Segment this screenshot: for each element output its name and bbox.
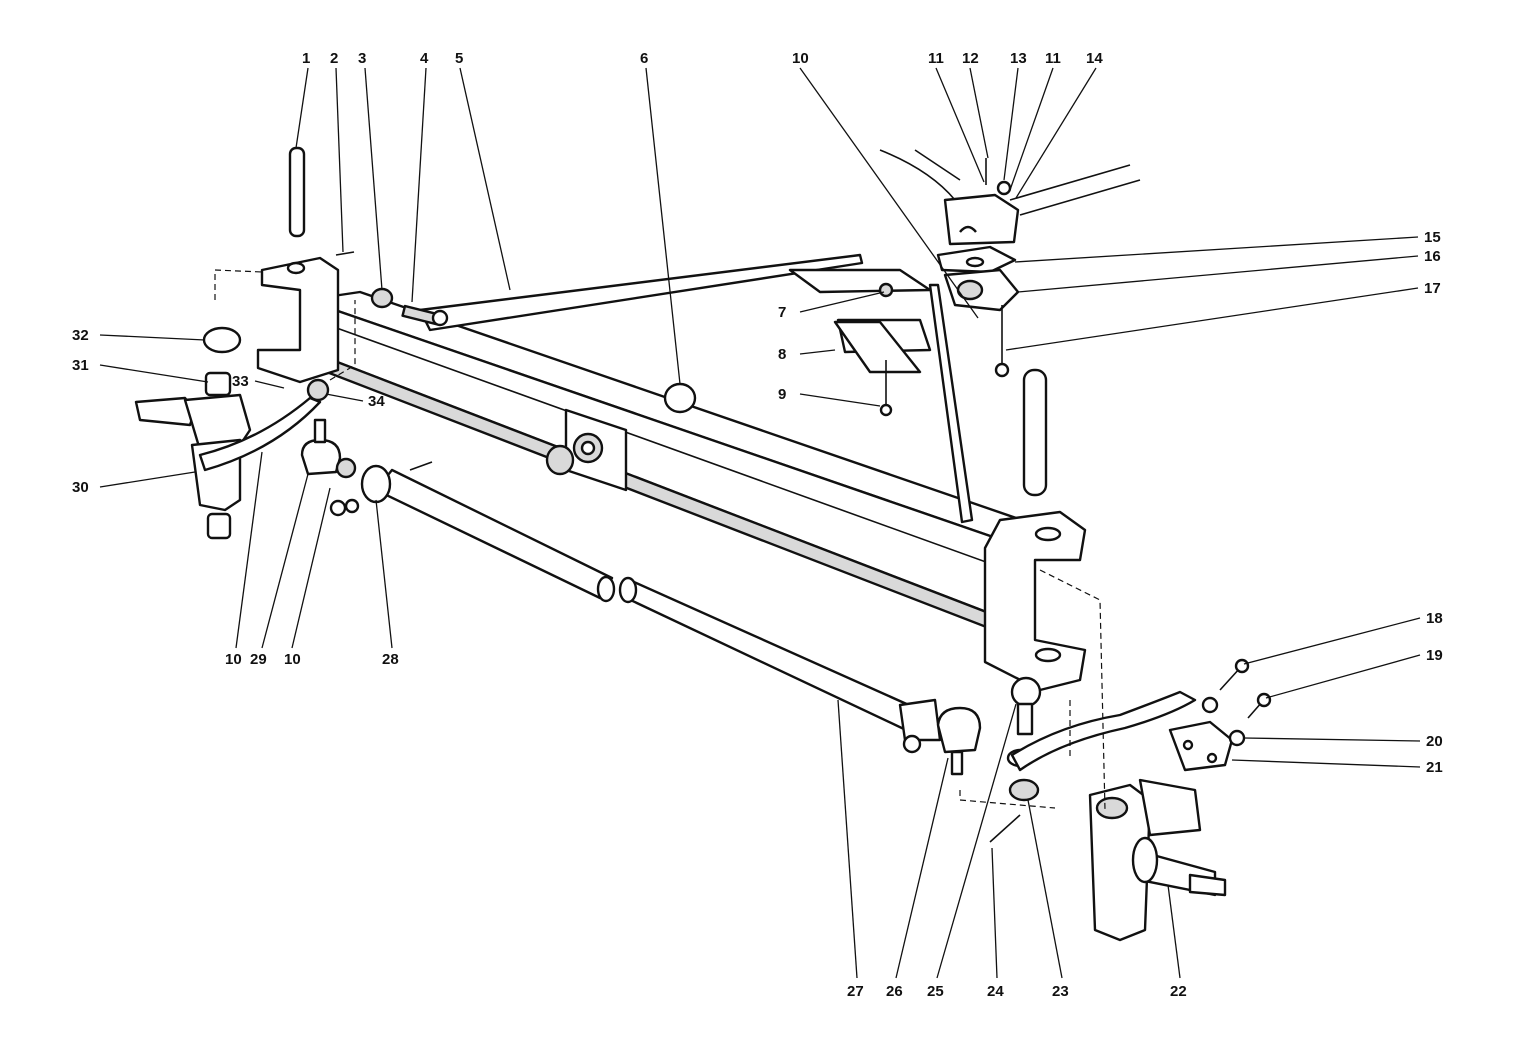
callout-29: 29	[250, 651, 267, 668]
callout-6: 6	[640, 50, 648, 67]
bushes	[545, 382, 697, 476]
right-steering-arm	[1010, 690, 1234, 772]
callout-14: 14	[1086, 50, 1103, 67]
callout-18: 18	[1426, 610, 1443, 627]
callout-32: 32	[72, 327, 89, 344]
callout-labels: 1 2 3 4 5 6 10 11 12 13 11 14 15 16 17 7…	[72, 50, 1443, 1000]
callout-8: 8	[778, 346, 786, 363]
callout-9: 9	[778, 386, 786, 403]
callout-33: 33	[232, 373, 249, 390]
body-outline	[879, 149, 1141, 216]
callout-16: 16	[1424, 248, 1441, 265]
left-ball-joint	[300, 418, 360, 517]
assembly-lines	[214, 269, 1106, 811]
callout-1: 1	[302, 50, 310, 67]
callout-24: 24	[987, 983, 1004, 1000]
callout-11-left: 11	[928, 50, 944, 67]
callout-34: 34	[368, 393, 385, 410]
callout-5: 5	[455, 50, 463, 67]
callout-30: 30	[72, 479, 89, 496]
left-stub-axle	[134, 326, 330, 540]
callout-3: 3	[358, 50, 366, 67]
callout-2: 2	[330, 50, 338, 67]
leader-lines	[99, 67, 1421, 979]
callout-19: 19	[1426, 647, 1443, 664]
left-fasteners	[335, 251, 449, 327]
radius-arm	[418, 253, 974, 524]
callout-21: 21	[1426, 759, 1443, 776]
callout-11-right: 11	[1045, 50, 1061, 67]
callout-7: 7	[778, 304, 786, 321]
mount-plate	[833, 282, 932, 417]
callout-25: 25	[927, 983, 944, 1000]
callout-23: 23	[1052, 983, 1069, 1000]
main-beam	[304, 290, 1082, 642]
callout-22: 22	[1170, 983, 1187, 1000]
callout-17: 17	[1424, 280, 1441, 297]
callout-26: 26	[886, 983, 903, 1000]
right-bolts	[1201, 658, 1272, 747]
tie-rod	[374, 468, 922, 732]
callout-27: 27	[847, 983, 864, 1000]
callout-13: 13	[1010, 50, 1027, 67]
callout-4: 4	[420, 50, 429, 67]
callout-31: 31	[72, 357, 89, 374]
right-tie-rod-end	[898, 698, 982, 776]
right-stub-axle	[1088, 778, 1227, 942]
callout-10-bottom-mid: 10	[284, 651, 301, 668]
top-clamp	[936, 158, 1020, 378]
right-swivel-bracket	[983, 368, 1087, 692]
callout-10-bottom-left: 10	[225, 651, 242, 668]
callout-15: 15	[1424, 229, 1441, 246]
callout-28: 28	[382, 651, 399, 668]
left-swivel-bracket	[256, 146, 340, 384]
callout-10-top: 10	[792, 50, 809, 67]
callout-12: 12	[962, 50, 979, 67]
callout-20: 20	[1426, 733, 1443, 750]
